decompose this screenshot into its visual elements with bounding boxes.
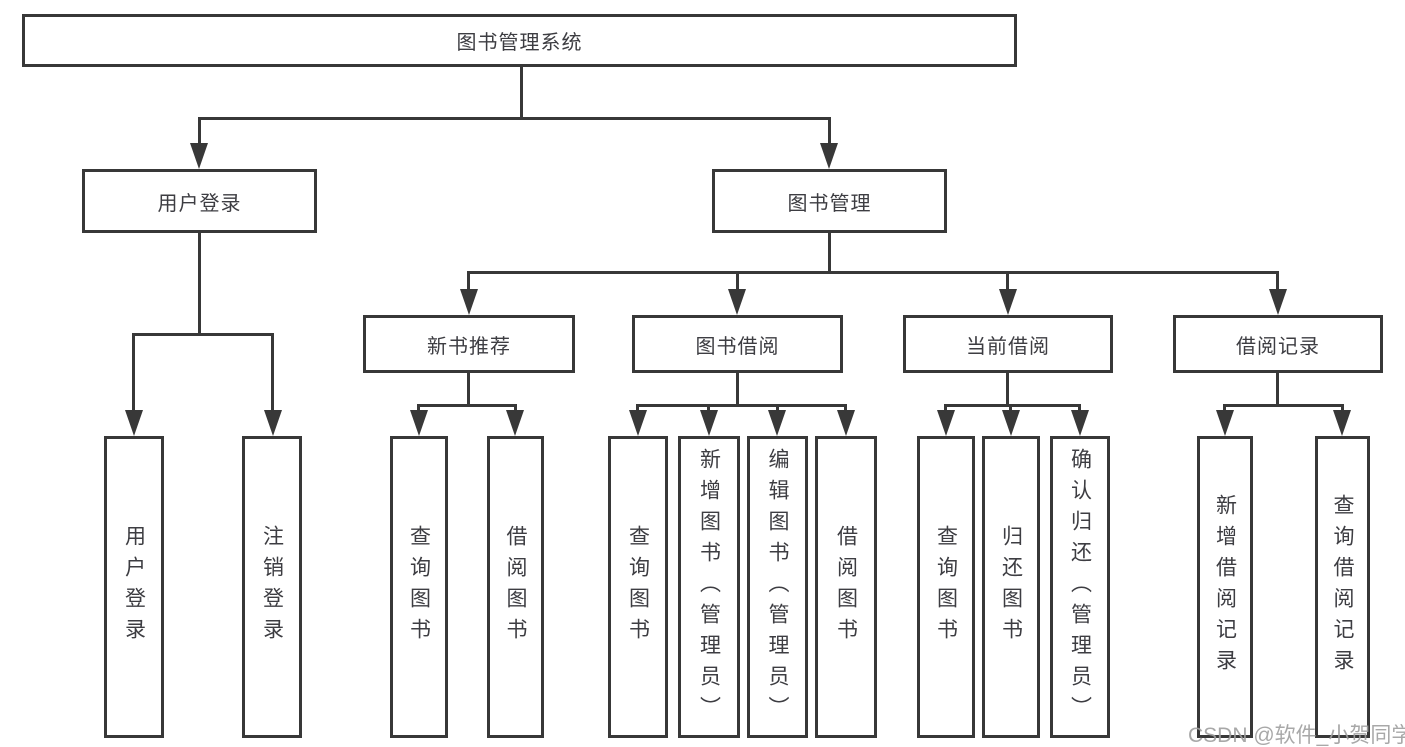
connector-line (467, 373, 470, 406)
node-book-management-label: 图书管理 (787, 192, 872, 215)
arrowhead-icon (999, 289, 1017, 315)
arrowhead-icon (190, 143, 208, 169)
leaf-user-login: 用户登录 (104, 436, 164, 738)
connector-line (1276, 271, 1279, 290)
connector-line (707, 404, 710, 412)
node-current-borrow: 当前借阅 (903, 315, 1113, 373)
node-root: 图书管理系统 (22, 14, 1017, 67)
connector-line (636, 404, 847, 407)
csdn-watermark: CSDN @软件_小贺同学 (1188, 724, 1405, 747)
connector-line (198, 117, 201, 146)
arrowhead-icon (768, 410, 786, 436)
connector-line (1276, 373, 1279, 406)
node-borrow-records: 借阅记录 (1173, 315, 1383, 373)
leaf-return-books-label: 归还图书 (999, 525, 1023, 649)
connector-line (271, 333, 274, 411)
arrowhead-icon (629, 410, 647, 436)
node-book-management: 图书管理 (712, 169, 947, 233)
leaf-query-books-current: 查询图书 (917, 436, 975, 738)
connector-line (198, 117, 831, 120)
arrowhead-icon (125, 410, 143, 436)
leaf-edit-book-admin-label: 编辑图书（管理员） (766, 447, 789, 727)
node-root-label: 图书管理系统 (456, 32, 583, 54)
connector-line (520, 66, 523, 119)
connector-line (132, 333, 274, 336)
connector-line (1223, 404, 1344, 407)
leaf-user-login-label: 用户登录 (122, 525, 146, 649)
connector-line (132, 333, 135, 411)
leaf-add-book-admin: 新增图书（管理员） (678, 436, 740, 738)
leaf-confirm-return-admin-label: 确认归还（管理员） (1068, 447, 1092, 727)
arrowhead-icon (937, 410, 955, 436)
leaf-borrow-books-label: 借阅图书 (834, 525, 858, 649)
connector-line (844, 404, 847, 412)
leaf-query-books-recommend: 查询图书 (390, 436, 448, 738)
connector-line (417, 404, 517, 407)
connector-line (944, 404, 947, 412)
node-book-borrow: 图书借阅 (632, 315, 843, 373)
connector-line (828, 233, 831, 273)
arrowhead-icon (820, 143, 838, 169)
connector-line (736, 271, 739, 290)
connector-line (776, 404, 779, 412)
connector-line (1006, 271, 1009, 290)
arrowhead-icon (264, 410, 282, 436)
arrowhead-icon (1071, 410, 1089, 436)
arrowhead-icon (1269, 289, 1287, 315)
node-current-borrow-label: 当前借阅 (966, 335, 1050, 358)
connector-line (736, 373, 739, 406)
node-new-book-recommend-label: 新书推荐 (427, 335, 511, 358)
connector-line (636, 404, 639, 412)
arrowhead-icon (1216, 410, 1234, 436)
leaf-add-borrow-record-label: 新增借阅记录 (1213, 494, 1237, 680)
arrowhead-icon (728, 289, 746, 315)
leaf-edit-book-admin: 编辑图书（管理员） (747, 436, 808, 738)
connector-line (1078, 404, 1081, 412)
node-book-borrow-label: 图书借阅 (695, 335, 780, 358)
leaf-query-borrow-record-label: 查询借阅记录 (1331, 494, 1354, 680)
leaf-add-borrow-record: 新增借阅记录 (1197, 436, 1253, 738)
leaf-confirm-return-admin: 确认归还（管理员） (1050, 436, 1110, 738)
arrowhead-icon (1333, 410, 1351, 436)
leaf-query-books-current-label: 查询图书 (934, 525, 958, 649)
leaf-return-books: 归还图书 (982, 436, 1040, 738)
leaf-query-books-borrow-label: 查询图书 (626, 525, 650, 649)
connector-line (1009, 404, 1012, 412)
connector-line (514, 404, 517, 412)
arrowhead-icon (410, 410, 428, 436)
node-borrow-records-label: 借阅记录 (1236, 335, 1320, 358)
arrowhead-icon (460, 289, 478, 315)
arrowhead-icon (837, 410, 855, 436)
connector-line (467, 271, 1279, 274)
connector-line (944, 404, 1081, 407)
leaf-query-borrow-record: 查询借阅记录 (1315, 436, 1370, 738)
node-user-login-label: 用户登录 (157, 192, 242, 215)
leaf-logout: 注销登录 (242, 436, 302, 738)
arrowhead-icon (506, 410, 524, 436)
node-new-book-recommend: 新书推荐 (363, 315, 575, 373)
leaf-query-books-borrow: 查询图书 (608, 436, 668, 738)
node-user-login: 用户登录 (82, 169, 317, 233)
leaf-add-book-admin-label: 新增图书（管理员） (697, 447, 721, 727)
leaf-borrow-books-recommend-label: 借阅图书 (504, 525, 527, 649)
connector-line (1341, 404, 1344, 412)
connector-line (198, 233, 201, 335)
connector-line (1006, 373, 1009, 406)
connector-line (828, 117, 831, 146)
connector-line (417, 404, 420, 412)
arrowhead-icon (1002, 410, 1020, 436)
connector-line (467, 271, 470, 290)
leaf-borrow-books: 借阅图书 (815, 436, 877, 738)
leaf-logout-label: 注销登录 (260, 525, 284, 649)
leaf-query-books-recommend-label: 查询图书 (407, 525, 431, 649)
arrowhead-icon (700, 410, 718, 436)
leaf-borrow-books-recommend: 借阅图书 (487, 436, 544, 738)
connector-line (1223, 404, 1226, 412)
